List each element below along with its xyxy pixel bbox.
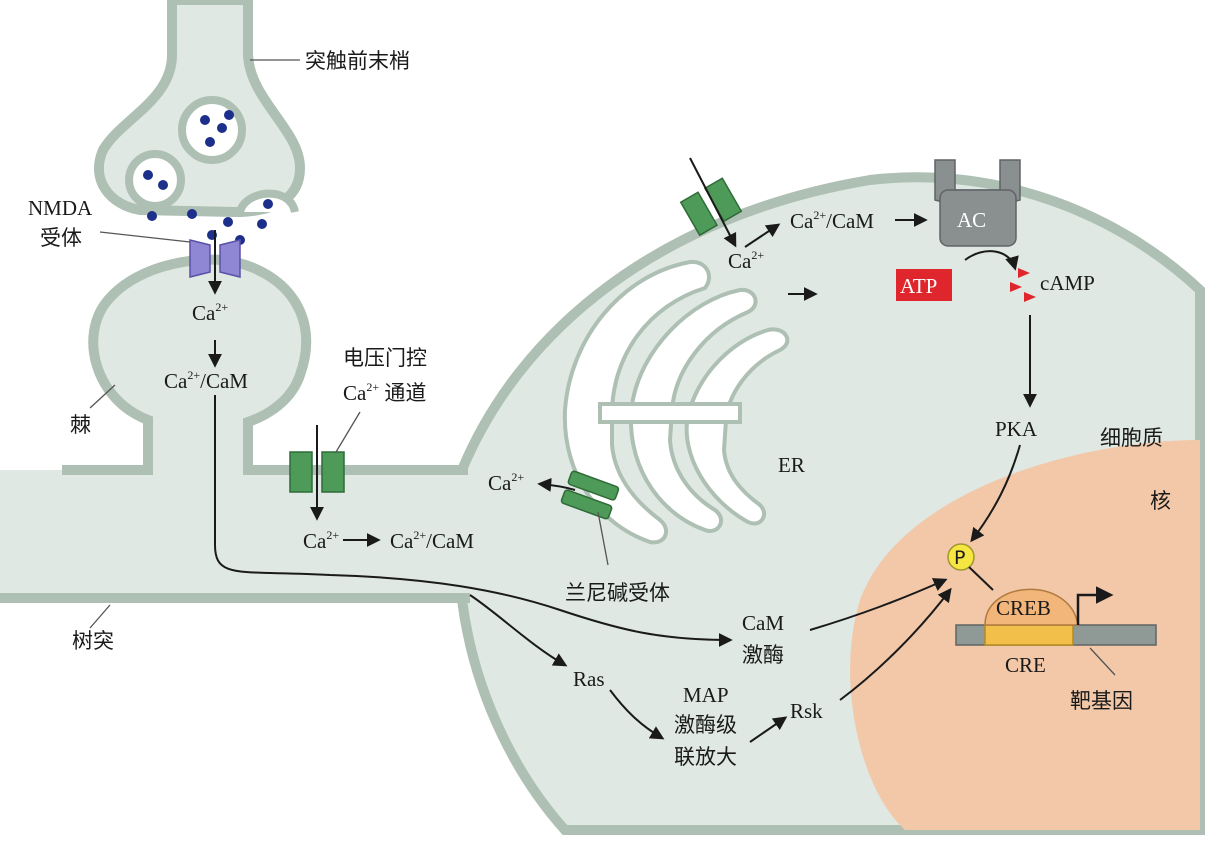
soma-channel-arrow (689, 157, 737, 248)
dendrite-ca-cam-label: Ca2+/CaM (390, 528, 474, 553)
cre-label: CRE (1005, 653, 1046, 677)
cytoplasm-label: 细胞质 (1100, 426, 1163, 450)
cam-kinase-label: CaM (742, 611, 784, 635)
transmitter-dot (158, 180, 168, 190)
voltage-gated-channel-icon (289, 425, 345, 521)
spine-membrane (88, 254, 312, 475)
adenylyl-cyclase-icon (934, 159, 1021, 247)
rsk-label: Rsk (790, 699, 823, 723)
vgcc-label-2: Ca2+ 通道 (343, 380, 426, 405)
pka-label: PKA (995, 417, 1038, 441)
creb-protein (984, 588, 1079, 626)
transmitter-dot (223, 217, 233, 227)
transmitter-dot (257, 219, 267, 229)
ryanodine-receptor-icon (560, 470, 620, 520)
spine-ca-cam-label: Ca2+/CaM (164, 368, 248, 393)
transmitter-dot (263, 199, 273, 209)
nmda-receptor-label-2: 受体 (40, 226, 82, 250)
phosphate-icon (947, 543, 975, 571)
transmitter-dot (147, 211, 157, 221)
spine-neck-join (153, 455, 243, 480)
spine-ca-label: Ca2+ (192, 300, 228, 325)
cam-kinase-label-2: 激酶 (742, 643, 784, 667)
transmitter-dot (187, 209, 197, 219)
camp-label: cAMP (1040, 271, 1095, 295)
leader-lines (89, 59, 1116, 676)
transmitter-dot (224, 110, 234, 120)
ras-label: Ras (573, 667, 605, 691)
transmitter-dot (143, 170, 153, 180)
nmda-receptor-icon (189, 230, 241, 295)
phosphate-label: P (954, 547, 965, 569)
soma-ca-cam-label: Ca2+/CaM (790, 208, 874, 233)
er-bridge (598, 402, 742, 424)
er-ca-label: Ca2+ (488, 470, 524, 495)
transmitter-dot (200, 115, 210, 125)
map-cascade-label-2: 激酶级 (674, 713, 737, 737)
phosphate-link (968, 566, 994, 591)
ac-label: AC (957, 208, 986, 232)
dendrite-ca-label: Ca2+ (303, 528, 339, 553)
map-cascade-label-3: 联放大 (674, 745, 737, 769)
target-gene-label: 靶基因 (1070, 689, 1133, 713)
nucleus-label: 核 (1150, 489, 1171, 513)
atp-box (896, 269, 952, 301)
map-cascade-label: MAP (683, 683, 729, 707)
transmitter-dot (217, 123, 227, 133)
soma-ca-label: Ca2+ (728, 248, 764, 273)
cre-element (984, 624, 1074, 646)
pathway-arrows (208, 213, 1037, 743)
nmda-receptor-label: NMDA (28, 196, 93, 220)
ryanodine-receptor-label: 兰尼碱受体 (565, 581, 670, 605)
er-label: ER (778, 453, 805, 477)
transcription-start-arrow (1076, 586, 1114, 625)
presynaptic-terminal-label: 突触前末梢 (305, 49, 410, 73)
dendrite-shaft (0, 470, 480, 598)
transmitter-dot (205, 137, 215, 147)
creb-label: CREB (996, 596, 1051, 620)
synaptic-vesicle (178, 96, 246, 164)
vgcc-label: 电压门控 (343, 346, 427, 370)
vesicle-fusing-left (125, 150, 185, 210)
camp-icon (1010, 268, 1036, 302)
dendrite-label: 树突 (72, 629, 114, 653)
atp-label: ATP (900, 274, 937, 298)
spine-label: 棘 (70, 413, 91, 437)
